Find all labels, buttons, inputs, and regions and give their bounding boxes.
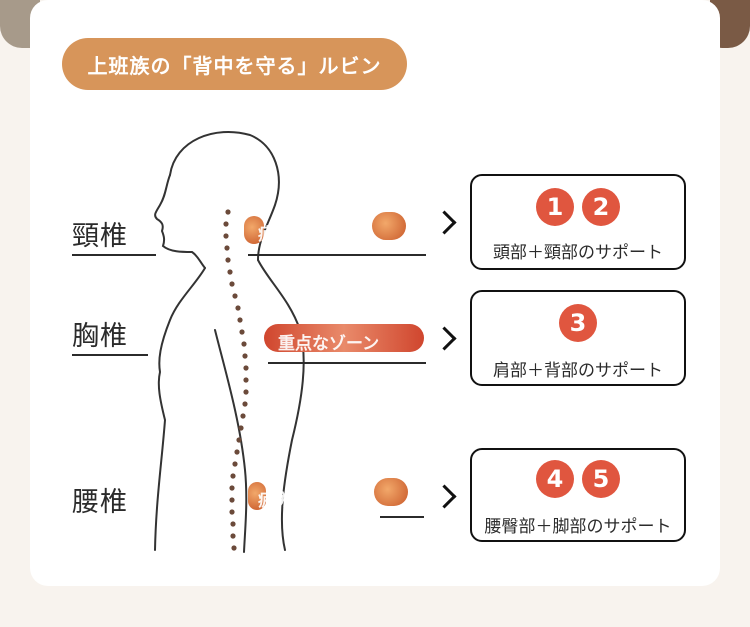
label-underline bbox=[72, 354, 148, 356]
title-text: 上班族の「背中を守る」ルビン bbox=[87, 53, 382, 78]
number-badge: 1 bbox=[536, 188, 574, 226]
support-text: 頭部＋頸部のサポート bbox=[493, 243, 663, 263]
zone-marker-right bbox=[372, 212, 406, 240]
support-text: 腰臀部＋脚部のサポート bbox=[484, 517, 672, 537]
zone-underline bbox=[248, 254, 426, 256]
label-thoracic: 胸椎 bbox=[72, 321, 128, 352]
support-box-waist-legs: 4 5 腰臀部＋脚部のサポート bbox=[470, 448, 686, 542]
spine-dots bbox=[223, 209, 249, 551]
label-underline bbox=[72, 254, 156, 256]
support-text: 肩部＋背部のサポート bbox=[493, 361, 663, 381]
number-badge: 2 bbox=[582, 188, 620, 226]
number-badge: 3 bbox=[559, 304, 597, 342]
zone-underline bbox=[268, 362, 426, 364]
number-badge: 5 bbox=[582, 460, 620, 498]
zone-strip-text: 疲労の重症地域 bbox=[258, 491, 377, 511]
zone-marker-left bbox=[244, 216, 264, 244]
support-box-head-neck: 1 2 頭部＋頸部のサポート bbox=[470, 174, 686, 270]
zone-underline bbox=[380, 516, 424, 518]
label-lumbar: 腰椎 bbox=[72, 487, 128, 518]
label-cervical: 頸椎 bbox=[72, 221, 128, 252]
title-pill: 上班族の「背中を守る」ルビン bbox=[62, 38, 407, 90]
zone-marker-right bbox=[374, 478, 408, 506]
number-badge: 4 bbox=[536, 460, 574, 498]
zone-band bbox=[264, 324, 424, 352]
zone-strip-text: 疲労の重症地域 bbox=[258, 225, 377, 245]
zone-strip-text: 重点なゾーン bbox=[278, 334, 380, 354]
support-box-shoulder-back: 3 肩部＋背部のサポート bbox=[470, 290, 686, 386]
zone-marker-left bbox=[248, 482, 266, 510]
